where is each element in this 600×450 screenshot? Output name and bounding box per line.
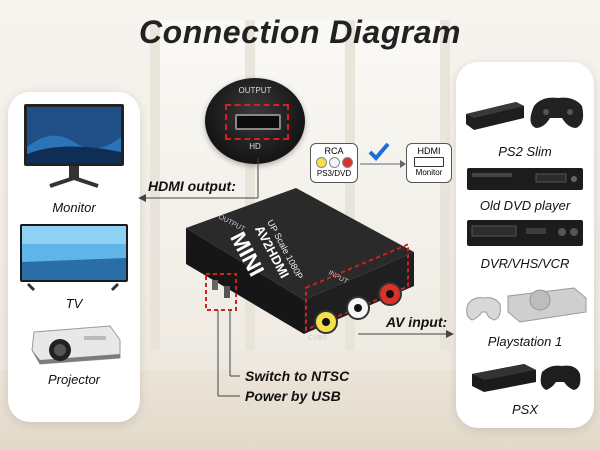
psx-icon xyxy=(468,356,584,403)
hdmi-target-box: HDMI Monitor xyxy=(406,143,452,183)
ntsc-switch-icon xyxy=(212,280,218,290)
rca-jacks xyxy=(314,282,402,334)
vcr-label: DVR/VHS/VCR xyxy=(480,256,570,271)
projector-icon xyxy=(28,318,124,375)
switch-usb-highlight xyxy=(205,273,237,311)
playstation-icon xyxy=(462,276,588,337)
monitor-icon xyxy=(22,102,126,197)
ps2-slim-label: PS2 Slim xyxy=(498,144,552,159)
vcr-icon xyxy=(466,218,584,253)
hdmi-output-callout: HDMI output: xyxy=(148,178,236,194)
usb-port-icon xyxy=(224,286,230,298)
rca-label: RCA xyxy=(324,146,344,156)
zoom-output-label: OUTPUT xyxy=(238,86,272,95)
psx-label: PSX xyxy=(511,402,538,417)
hdmi-port-zoom: OUTPUT HD xyxy=(205,78,305,164)
power-usb-callout: Power by USB xyxy=(245,388,341,404)
tv-icon xyxy=(18,222,130,297)
ps2-slim-icon xyxy=(462,84,588,145)
rca-sub-label: PS3/DVD xyxy=(316,169,352,178)
rca-plugs-icon xyxy=(311,157,357,168)
projector-label: Projector xyxy=(47,372,101,387)
dvd-player-icon xyxy=(466,166,584,197)
tv-label: TV xyxy=(65,296,83,311)
hdmi-port-highlight xyxy=(225,104,289,140)
av-input-highlight xyxy=(305,242,409,332)
page-title: Connection Diagram xyxy=(139,14,461,50)
output-devices-panel: Monitor TV Projector xyxy=(8,92,140,422)
playstation-label: Playstation 1 xyxy=(487,334,563,349)
switch-ntsc-callout: Switch to NTSC xyxy=(245,368,350,384)
hdmi-label: HDMI xyxy=(417,146,441,156)
input-devices-panel: PS2 Slim Old DVD player DVR/VHS/VCR Play… xyxy=(456,62,594,428)
dvd-player-label: Old DVD player xyxy=(479,198,571,213)
monitor-label: Monitor xyxy=(52,200,96,215)
av-input-callout: AV input: xyxy=(386,314,448,330)
hdmi-connector-icon xyxy=(414,157,444,167)
cvbs-label: CVBS xyxy=(308,335,327,342)
av2hdmi-converter: UP Scale 1080P AV2HDMI MINI OUTPUT INPUT… xyxy=(186,188,414,342)
rca-source-box: RCA PS3/DVD xyxy=(310,143,358,183)
check-arrow-icon xyxy=(360,142,406,168)
hdmi-port-icon xyxy=(235,114,281,130)
hdmi-sub-label: Monitor xyxy=(415,168,443,177)
zoom-hd-label: HD xyxy=(249,142,261,151)
